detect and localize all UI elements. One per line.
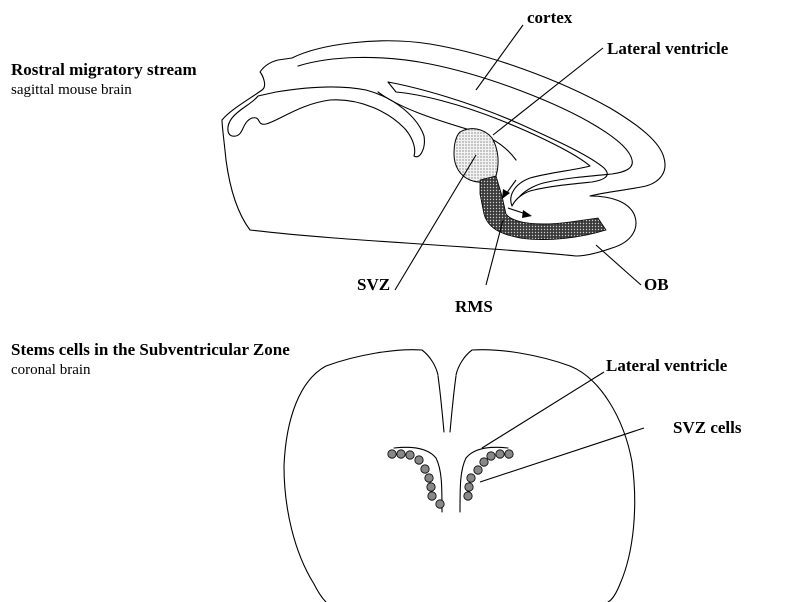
arrow-right-head xyxy=(522,210,532,218)
svz-cells-label: SVZ cells xyxy=(673,418,742,437)
coronal-brain-outline xyxy=(284,350,635,602)
lateral-ventricle-leader-1 xyxy=(493,48,603,135)
rms-leader xyxy=(486,220,503,285)
cerebellum-fold xyxy=(228,87,424,157)
cortex-leader xyxy=(476,25,523,90)
sagittal-brain xyxy=(222,41,665,256)
lateral-ventricle-label-2: Lateral ventricle xyxy=(606,356,728,375)
coronal-brain xyxy=(284,350,635,602)
ob-label: OB xyxy=(644,275,669,294)
lateral-ventricle-leader-2 xyxy=(482,372,604,448)
midline-fissure xyxy=(438,376,456,432)
cortex-label: cortex xyxy=(527,8,573,27)
svz-leader xyxy=(395,155,476,290)
svz-label: SVZ xyxy=(357,275,390,294)
rms-label: RMS xyxy=(455,297,493,316)
ob-leader xyxy=(596,245,641,285)
rms-stream xyxy=(480,176,606,240)
svz-cells xyxy=(388,450,513,508)
lateral-ventricle-label-1: Lateral ventricle xyxy=(607,39,729,58)
